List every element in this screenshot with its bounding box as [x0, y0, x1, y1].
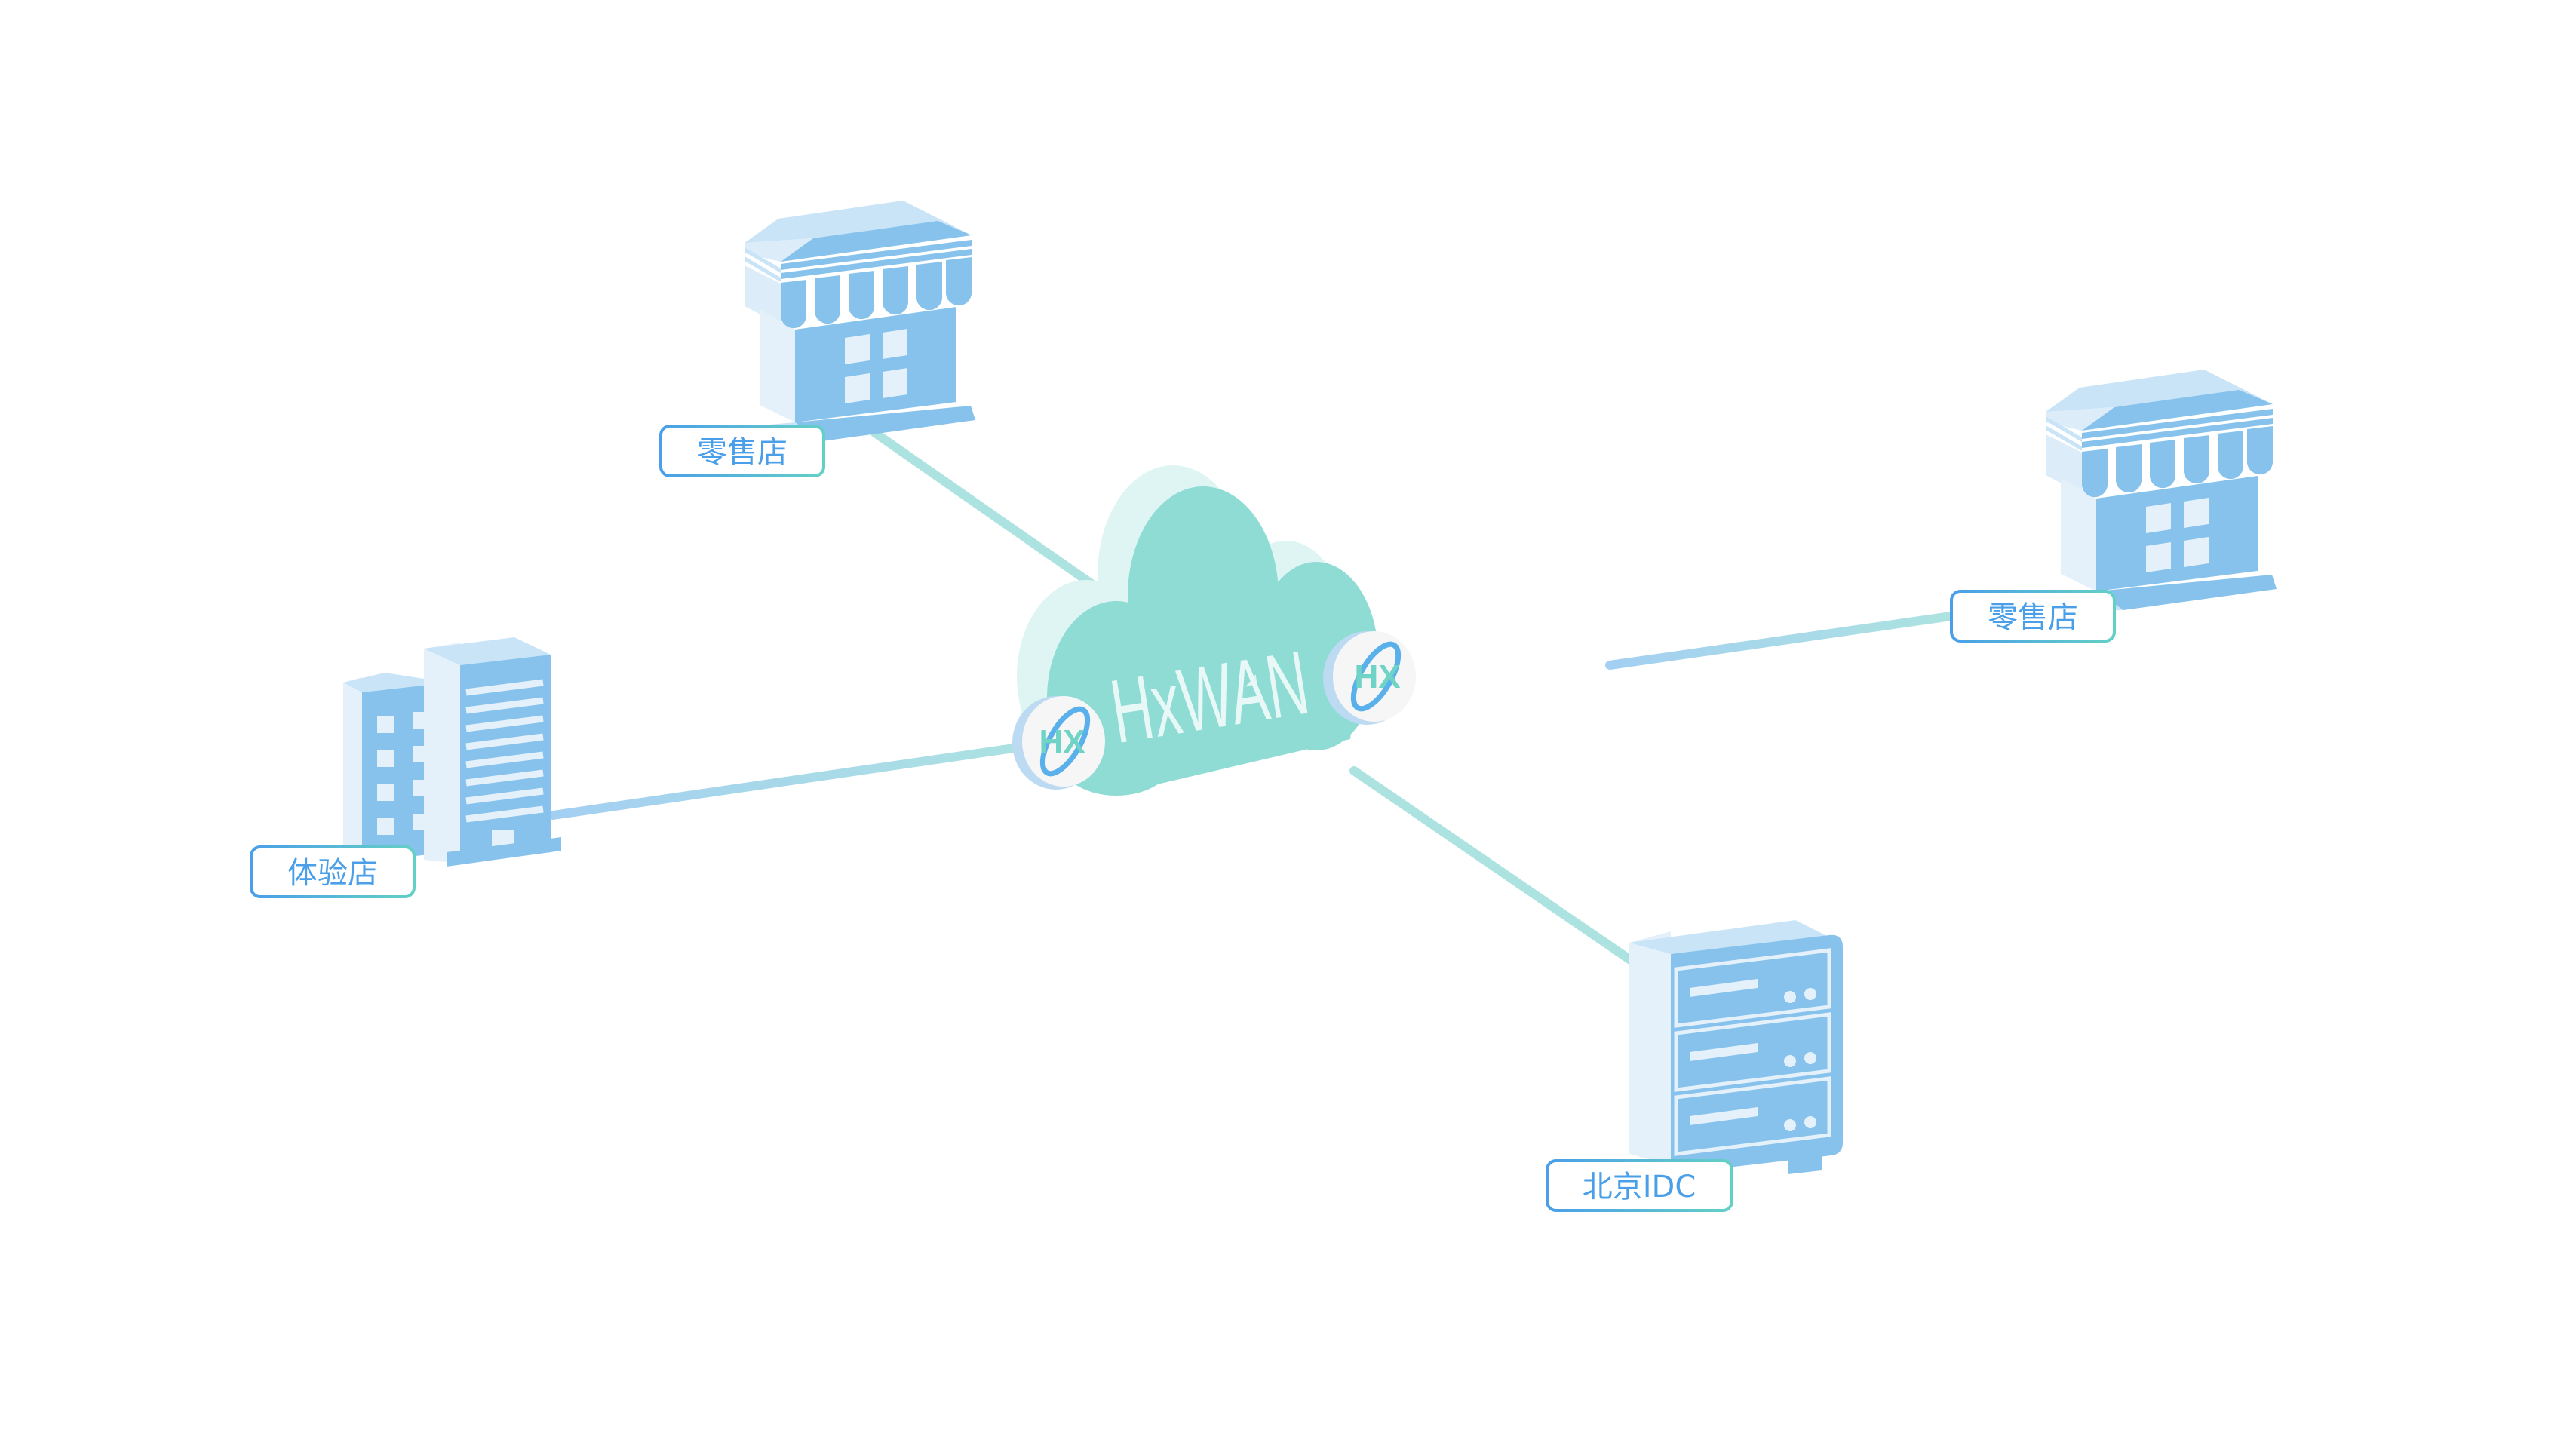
hx-badge-right: HX: [1323, 631, 1416, 725]
office-building-icon: [343, 637, 561, 867]
hx-logo-icon: HX: [1354, 658, 1400, 695]
connection-lines: [548, 428, 1956, 965]
hx-badge-left: HX: [1012, 696, 1105, 790]
node-label-text: 体验店: [287, 856, 378, 891]
node-label-beijing-idc[interactable]: 北京IDC: [1546, 1159, 1733, 1212]
edge-store-right: [1605, 612, 1956, 670]
store-icon: [745, 201, 975, 443]
server-rack-icon: [1629, 920, 1843, 1174]
edge-experience-store: [548, 738, 1055, 820]
hx-logo-icon: HX: [1039, 723, 1085, 760]
store-icon: [2046, 370, 2277, 612]
node-label-text: 零售店: [1988, 600, 2078, 635]
node-label-store-right[interactable]: 零售店: [1950, 590, 2116, 643]
node-label-text: 零售店: [697, 435, 788, 470]
edge-beijing-idc: [1349, 766, 1636, 965]
node-label-store-top[interactable]: 零售店: [659, 425, 825, 477]
node-label-experience-store[interactable]: 体验店: [250, 845, 416, 898]
node-label-text: 北京IDC: [1583, 1170, 1696, 1204]
edge-store-top: [870, 428, 1111, 599]
